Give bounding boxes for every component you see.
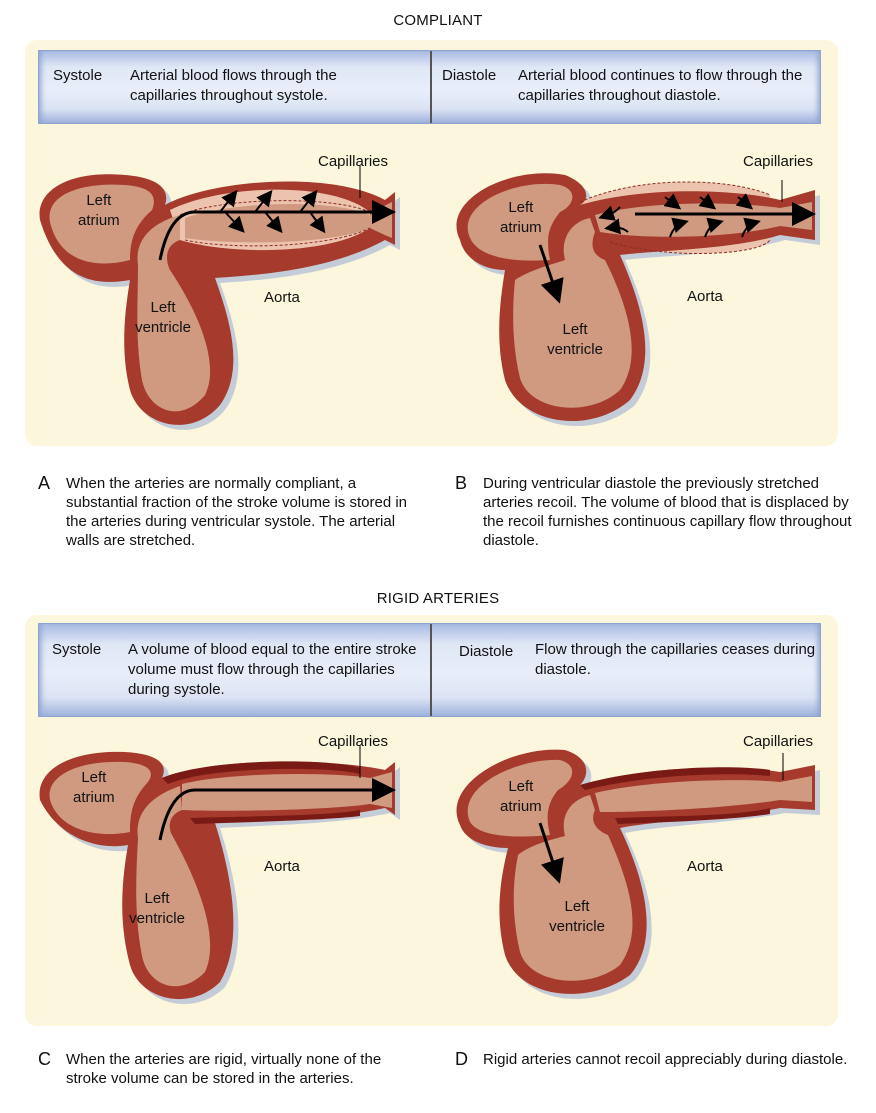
caption-letter: B [455, 473, 468, 493]
banner-diastole-text: Arterial blood continues to flow through… [518, 67, 803, 104]
compliant-banner: Systole Arterial blood flows through the… [38, 50, 821, 124]
heart-chamber [467, 183, 812, 408]
diagram-rigid-diastole [456, 749, 820, 999]
diagram-rigid-systole [39, 745, 401, 1005]
caption-text: When the arteries are rigid, virtually n… [66, 1051, 382, 1087]
dashed-wall-outline-top [579, 181, 771, 203]
section-title-rigid: RIGID ARTERIES [376, 590, 500, 607]
caption-a: A When the arteries are normally complia… [38, 474, 428, 554]
label-aorta: Aorta [264, 289, 300, 306]
recoil-arrows [538, 193, 761, 304]
caption-letter: A [38, 473, 51, 493]
rigid-wall-dark [162, 761, 360, 824]
heart-chamber [49, 184, 393, 412]
banner-divider [430, 51, 432, 123]
label-capillaries: Capillaries [743, 153, 814, 170]
branch-arrows [219, 189, 326, 234]
label-aorta: Aorta [687, 858, 723, 875]
banner-systole-text: Arterial blood flows through the capilla… [130, 67, 337, 104]
caption-letter: C [38, 1049, 51, 1069]
caption-b: B During ventricular diastole the previo… [455, 474, 855, 554]
caption-c: C When the arteries are rigid, virtually… [38, 1050, 428, 1110]
atrium-to-ventricle-arrow [538, 822, 564, 884]
banner-systole-label: Systole [52, 641, 102, 658]
label-aorta: Aorta [687, 288, 723, 305]
label-aorta: Aorta [264, 858, 300, 875]
banner-systole-cell: Systole Arterial blood flows through the… [39, 51, 429, 123]
label-capillaries: Capillaries [743, 733, 814, 750]
banner-diastole-label: Diastole [459, 643, 514, 660]
caption-letter: D [455, 1049, 468, 1069]
label-capillaries: Capillaries [318, 733, 389, 750]
banner-divider [430, 624, 432, 716]
flow-arrow-main [158, 778, 396, 841]
banner-systole-label: Systole [53, 67, 103, 84]
caption-text: Rigid arteries cannot recoil appreciably… [483, 1051, 848, 1068]
heart-chamber [467, 759, 812, 981]
banner-systole-text: A volume of blood equal to the entire st… [128, 641, 417, 698]
banner-diastole-cell: Diastole Arterial blood continues to flo… [432, 51, 820, 123]
rigid-wall-dark [580, 767, 770, 824]
heart-chamber [49, 761, 393, 987]
banner-systole-cell: Systole A volume of blood equal to the e… [39, 624, 429, 716]
diagram-compliant-diastole [456, 173, 820, 427]
caption-d: D Rigid arteries cannot recoil appreciab… [455, 1050, 855, 1110]
label-capillaries: Capillaries [318, 153, 389, 170]
section-title-compliant: COMPLIANT [393, 12, 483, 29]
banner-diastole-cell: Diastole Flow through the capillaries ce… [432, 624, 820, 716]
dashed-wall-outline-top [179, 200, 371, 216]
stretched-aorta-zone-outer [580, 181, 770, 254]
banner-diastole-label: Diastole [442, 67, 497, 84]
flow-arrow-main [158, 200, 396, 261]
caption-text: When the arteries are normally compliant… [66, 475, 408, 549]
rigid-banner: Systole A volume of blood equal to the e… [38, 623, 821, 717]
banner-diastole-text: Flow through the capillaries ceases duri… [535, 641, 816, 678]
caption-text: During ventricular diastole the previous… [483, 475, 852, 549]
diagram-compliant-systole [39, 165, 401, 430]
